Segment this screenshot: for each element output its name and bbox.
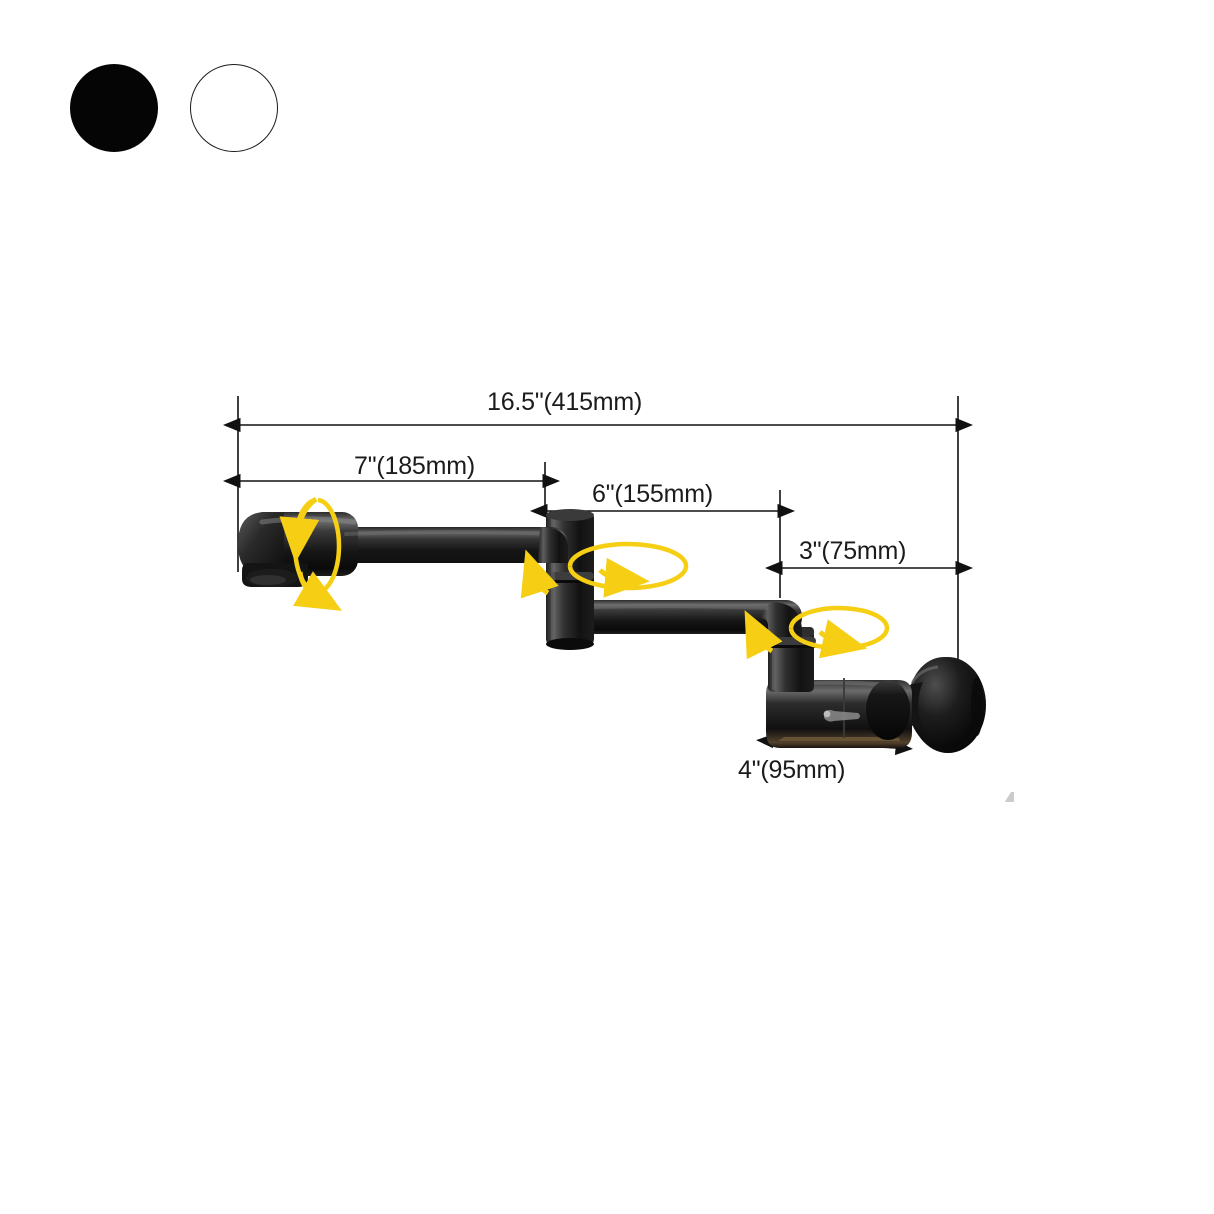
finish-swatch-group xyxy=(70,64,278,152)
arm-segment-1 xyxy=(238,512,568,587)
wall-mount-body xyxy=(766,678,912,748)
dimension-label-arm3: 3"(75mm) xyxy=(799,537,907,565)
image-artifact-mark xyxy=(1005,792,1014,802)
black-finish-swatch[interactable] xyxy=(70,64,158,152)
dimension-label-arm2: 6"(155mm) xyxy=(592,480,713,508)
wall-flange xyxy=(899,657,986,753)
mid-joint-rotation-icon xyxy=(520,541,689,599)
wall-joint-rotation-icon xyxy=(744,605,890,660)
spout-rotation-icon xyxy=(279,497,343,611)
dimension-label-base: 4"(95mm) xyxy=(738,756,846,784)
rotation-indicators xyxy=(279,497,890,660)
white-finish-swatch[interactable] xyxy=(190,64,278,152)
dimension-label-total: 16.5"(415mm) xyxy=(487,388,643,416)
arm-segment-2 xyxy=(556,600,816,648)
dimension-label-arm1: 7"(185mm) xyxy=(354,452,475,480)
